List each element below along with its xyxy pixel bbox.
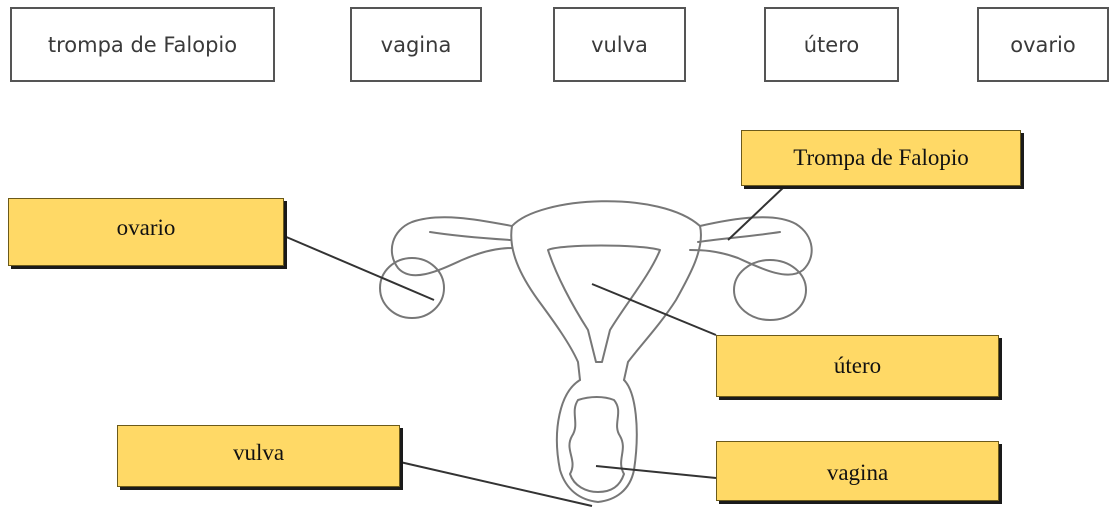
label-vagina: vagina: [716, 441, 999, 501]
label-vulva: vulva: [117, 425, 400, 487]
leader-line-ovario: [284, 236, 434, 300]
uterus-outer-left: [511, 226, 580, 380]
vagina-outer: [557, 380, 637, 502]
leader-line-vagina: [596, 466, 716, 478]
label-trompa-de-falopio: Trompa de Falopio: [741, 130, 1021, 186]
label-utero: útero: [716, 335, 999, 397]
left-fallopian-tube: [392, 217, 512, 275]
left-ovary: [380, 258, 444, 318]
right-ovary: [734, 260, 806, 320]
leader-line-vulva: [400, 462, 592, 506]
vaginal-canal: [569, 397, 624, 492]
label-ovario: ovario: [8, 198, 284, 266]
